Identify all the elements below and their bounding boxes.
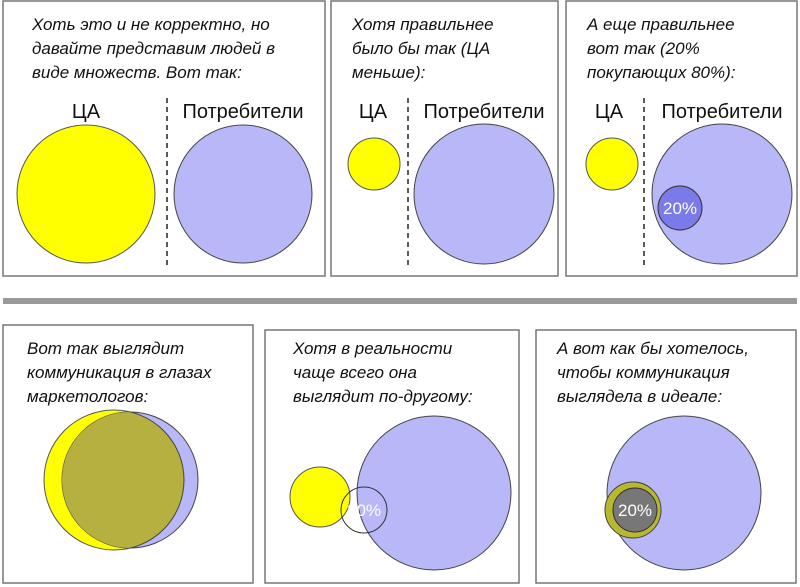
caption-line: меньше): (352, 63, 426, 82)
caption-line: Хотя в реальности (292, 339, 453, 358)
target-audience-label: ЦА (595, 101, 624, 123)
caption-line: выглядит по-другому: (293, 387, 473, 406)
target-audience-label: ЦА (359, 101, 388, 123)
consumers-label: Потребители (423, 101, 544, 123)
caption-line: Хотя правильнее (351, 15, 494, 34)
target-audience-circle (16, 124, 156, 264)
percent-label: 20% (347, 501, 381, 520)
caption-line: давайте представим людей в (32, 39, 275, 58)
caption-line: вот так (20% (587, 39, 700, 58)
section-separator (3, 298, 797, 304)
panel-1: Хоть это и не корректно, но давайте пред… (2, 0, 326, 277)
panel-2: Хотя правильнее было бы так (ЦА меньше):… (330, 0, 559, 277)
caption-line: А вот как бы хотелось, (556, 339, 749, 358)
consumers-label: Потребители (182, 101, 303, 123)
caption-line: Вот так выглядит (27, 339, 184, 358)
caption-line: выглядела в идеале: (557, 387, 722, 406)
caption-line: виде множеств. Вот так: (32, 63, 242, 82)
caption-line: было бы так (ЦА (352, 39, 490, 58)
top-buyers-circle (657, 185, 703, 231)
panel-4: Вот так выглядит коммуникация в глазах м… (2, 324, 254, 584)
target-audience-circle (585, 137, 639, 191)
percent-label: 20% (618, 501, 652, 520)
target-audience-circle (347, 137, 401, 191)
caption-line: чаще всего она (293, 363, 417, 382)
caption-line: чтобы коммуникация (557, 363, 730, 382)
top-buyers-circle (612, 487, 658, 533)
caption-line: Хоть это и не корректно, но (31, 15, 270, 34)
consumers-circle (173, 124, 313, 264)
caption-line: покупающих 80%): (587, 63, 736, 82)
caption-line: маркетологов: (27, 387, 148, 406)
consumers-circle (413, 123, 555, 265)
top-buyers-circle (340, 486, 388, 534)
panel-6: А вот как бы хотелось, чтобы коммуникаци… (535, 329, 797, 584)
target-audience-label: ЦА (72, 101, 101, 123)
caption-line: А еще правильнее (586, 15, 735, 34)
panel-5: Хотя в реальности чаще всего она выгляди… (264, 329, 520, 584)
percent-label: 20% (663, 199, 697, 218)
overlap-area (62, 412, 185, 548)
panel-3: А еще правильнее вот так (20% покупающих… (565, 0, 798, 277)
consumers-circle (356, 415, 512, 571)
consumers-label: Потребители (661, 101, 782, 123)
caption-line: коммуникация в глазах (27, 363, 212, 382)
target-audience-circle (289, 466, 351, 528)
